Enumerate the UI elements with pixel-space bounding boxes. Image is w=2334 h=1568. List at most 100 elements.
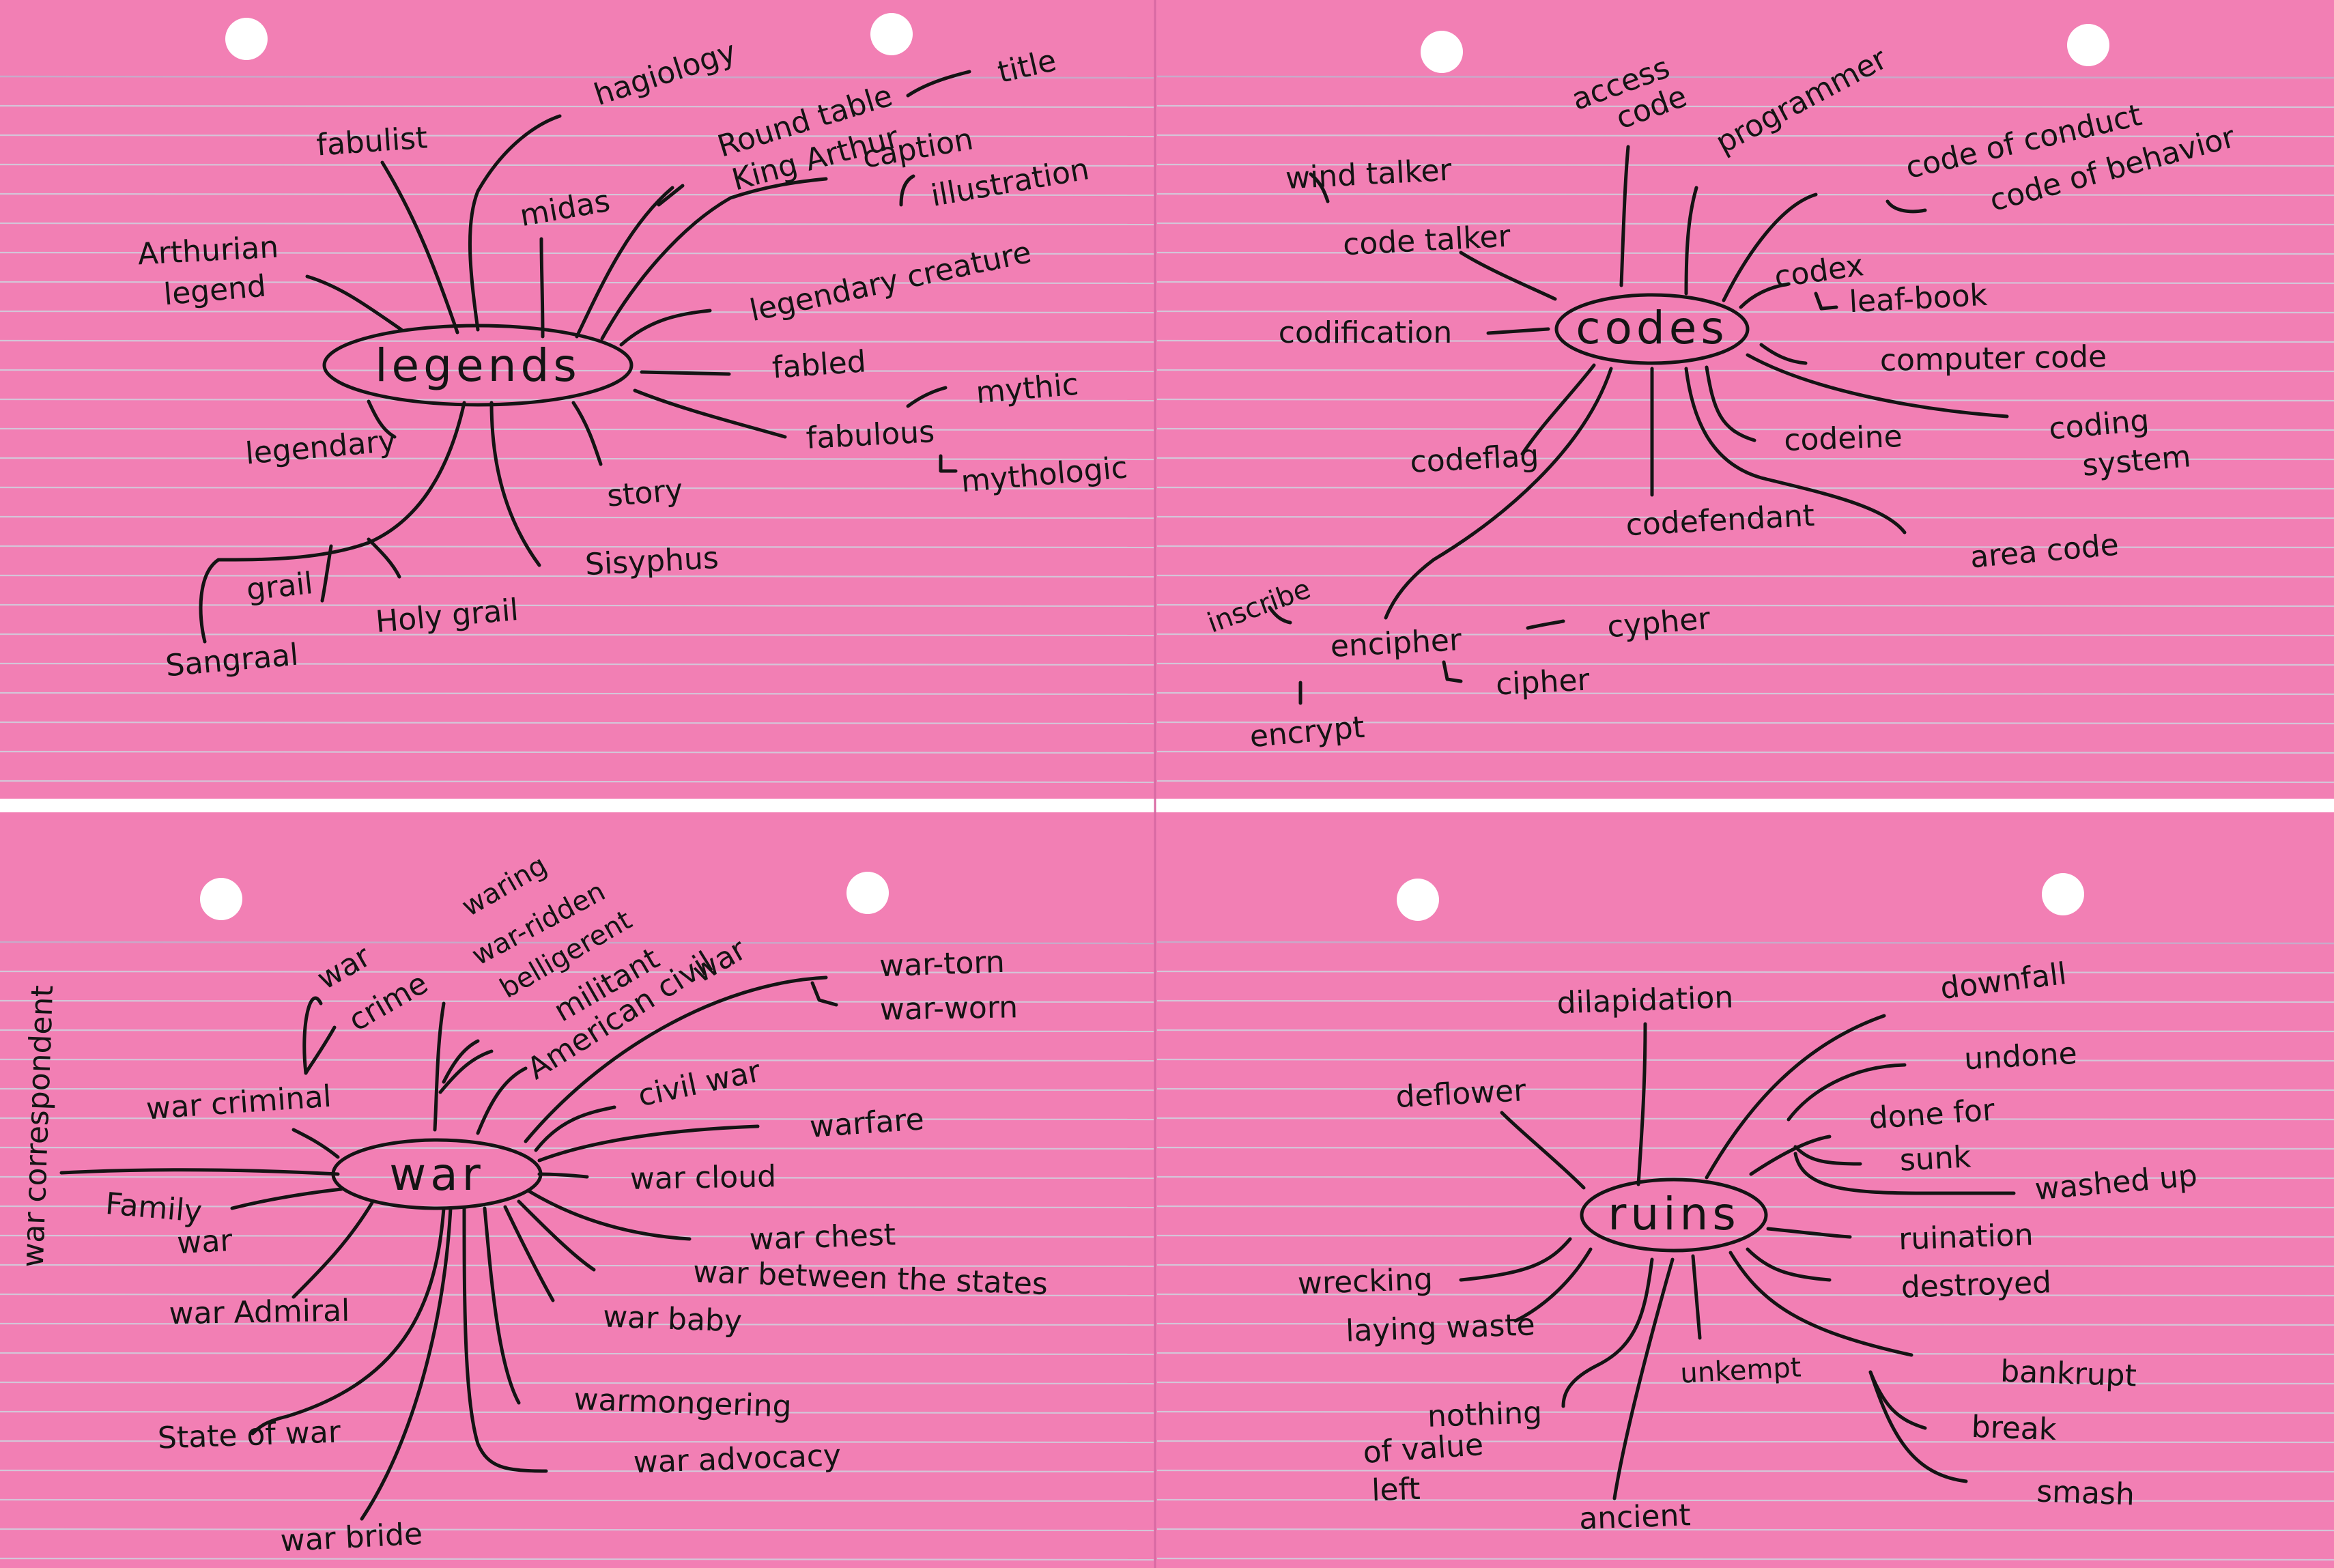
ruins-hub-label: ruins: [1608, 1188, 1740, 1240]
node-warmongering: warmongering: [573, 1382, 793, 1424]
connector: [571, 401, 603, 466]
connector: [1868, 1370, 1968, 1483]
ruled-line: [0, 1528, 1154, 1532]
node-ruination: ruination: [1898, 1218, 2034, 1257]
connector: [59, 1168, 340, 1176]
connector: [367, 537, 401, 579]
ruled-line: [1156, 1146, 2334, 1150]
connector: [619, 309, 712, 347]
node-warfare: warfare: [808, 1102, 925, 1145]
ruled-line: [1156, 1175, 2334, 1180]
ruled-line: [1156, 369, 2334, 373]
ruled-line: [0, 780, 1154, 784]
ruins-hub-oval: [1580, 1178, 1768, 1253]
ruled-line: [1156, 721, 2334, 725]
ruled-line: [0, 662, 1154, 666]
ruled-line: [0, 750, 1154, 754]
node-sunk: sunk: [1899, 1139, 1972, 1178]
connector: [1636, 1022, 1647, 1186]
node-war-worn: war-worn: [879, 990, 1018, 1027]
connector: [1486, 327, 1550, 335]
ruled-line: [1156, 398, 2334, 402]
ruled-line: [0, 515, 1154, 519]
ruled-line: [1156, 574, 2334, 578]
ruled-line: [1156, 662, 2334, 666]
ruled-line: [0, 193, 1154, 197]
connector: [524, 975, 828, 1143]
punch-hole: [200, 878, 242, 920]
ruled-line: [1156, 692, 2334, 696]
connector: [1526, 619, 1565, 630]
ruled-line: [1156, 427, 2334, 431]
connector: [1766, 1227, 1852, 1239]
connector: [483, 1206, 521, 1405]
node-ancient: ancient: [1578, 1498, 1691, 1537]
connector: [1746, 1247, 1832, 1282]
node-undone: undone: [1963, 1036, 2078, 1077]
ruled-line: [0, 1557, 1154, 1561]
connector: [539, 237, 545, 339]
connector: [1739, 282, 1791, 309]
connector: [1442, 660, 1463, 683]
connector: [939, 454, 958, 473]
ruled-line: [1156, 104, 2334, 109]
ruled-line: [1156, 1293, 2334, 1297]
node-arthurian: Arthurian: [137, 230, 279, 272]
connector: [302, 996, 323, 1075]
connector: [291, 1128, 340, 1159]
connector: [1684, 186, 1698, 296]
connector: [640, 370, 731, 376]
connector: [1309, 172, 1330, 203]
ruled-line: [0, 339, 1154, 343]
node-fabled: fabled: [771, 344, 867, 385]
connector: [503, 1205, 555, 1302]
connector: [657, 184, 685, 207]
punch-hole: [1397, 879, 1439, 921]
ruled-line: [0, 1322, 1154, 1326]
legends-hub-label: legends: [375, 339, 581, 392]
ruled-line: [1156, 515, 2334, 519]
connector: [433, 1001, 446, 1132]
ruled-line: [1156, 163, 2334, 167]
connector: [1513, 1247, 1593, 1323]
connector: [534, 1105, 616, 1152]
ruled-line: [0, 1381, 1154, 1385]
ruled-line: [0, 970, 1154, 974]
connector: [1793, 1145, 1862, 1166]
ruled-line: [1156, 193, 2334, 197]
node-war-chest: war chest: [749, 1217, 896, 1257]
ruled-line: [1156, 75, 2334, 79]
connector: [251, 1206, 446, 1436]
node-break: break: [1971, 1410, 2058, 1447]
ruled-line: [1156, 1410, 2334, 1414]
legends-hub-oval: [322, 324, 634, 407]
connector: [1520, 363, 1596, 456]
connector: [1814, 291, 1838, 311]
ruled-line: [0, 1469, 1154, 1473]
node-of-value: of value: [1362, 1427, 1485, 1470]
ruled-line: [1156, 1557, 2334, 1561]
node-fabulist: fabulist: [315, 120, 429, 162]
ruled-line: [1156, 1528, 2334, 1532]
connector: [1684, 367, 1907, 534]
connector: [1722, 193, 1818, 302]
ruled-line: [1156, 970, 2334, 974]
ruled-line: [1156, 134, 2334, 138]
node-encipher: encipher: [1329, 623, 1463, 664]
ruled-line: [1156, 1498, 2334, 1502]
card-war: war war correspondent war crime waring w…: [16, 849, 1049, 1558]
connector: [633, 388, 787, 439]
node-nothing: nothing: [1427, 1395, 1543, 1434]
ruled-line: [1156, 633, 2334, 637]
node-war-bride: war bride: [280, 1517, 424, 1559]
ruled-line: [1156, 1087, 2334, 1092]
ruled-line: [0, 721, 1154, 725]
ruled-line: [1156, 1381, 2334, 1385]
node-left: left: [1371, 1472, 1421, 1508]
ruled-line: [1156, 222, 2334, 226]
punch-hole: [2042, 873, 2084, 915]
connector: [489, 401, 541, 567]
connector: [468, 114, 562, 332]
ruled-line: [0, 1410, 1154, 1414]
